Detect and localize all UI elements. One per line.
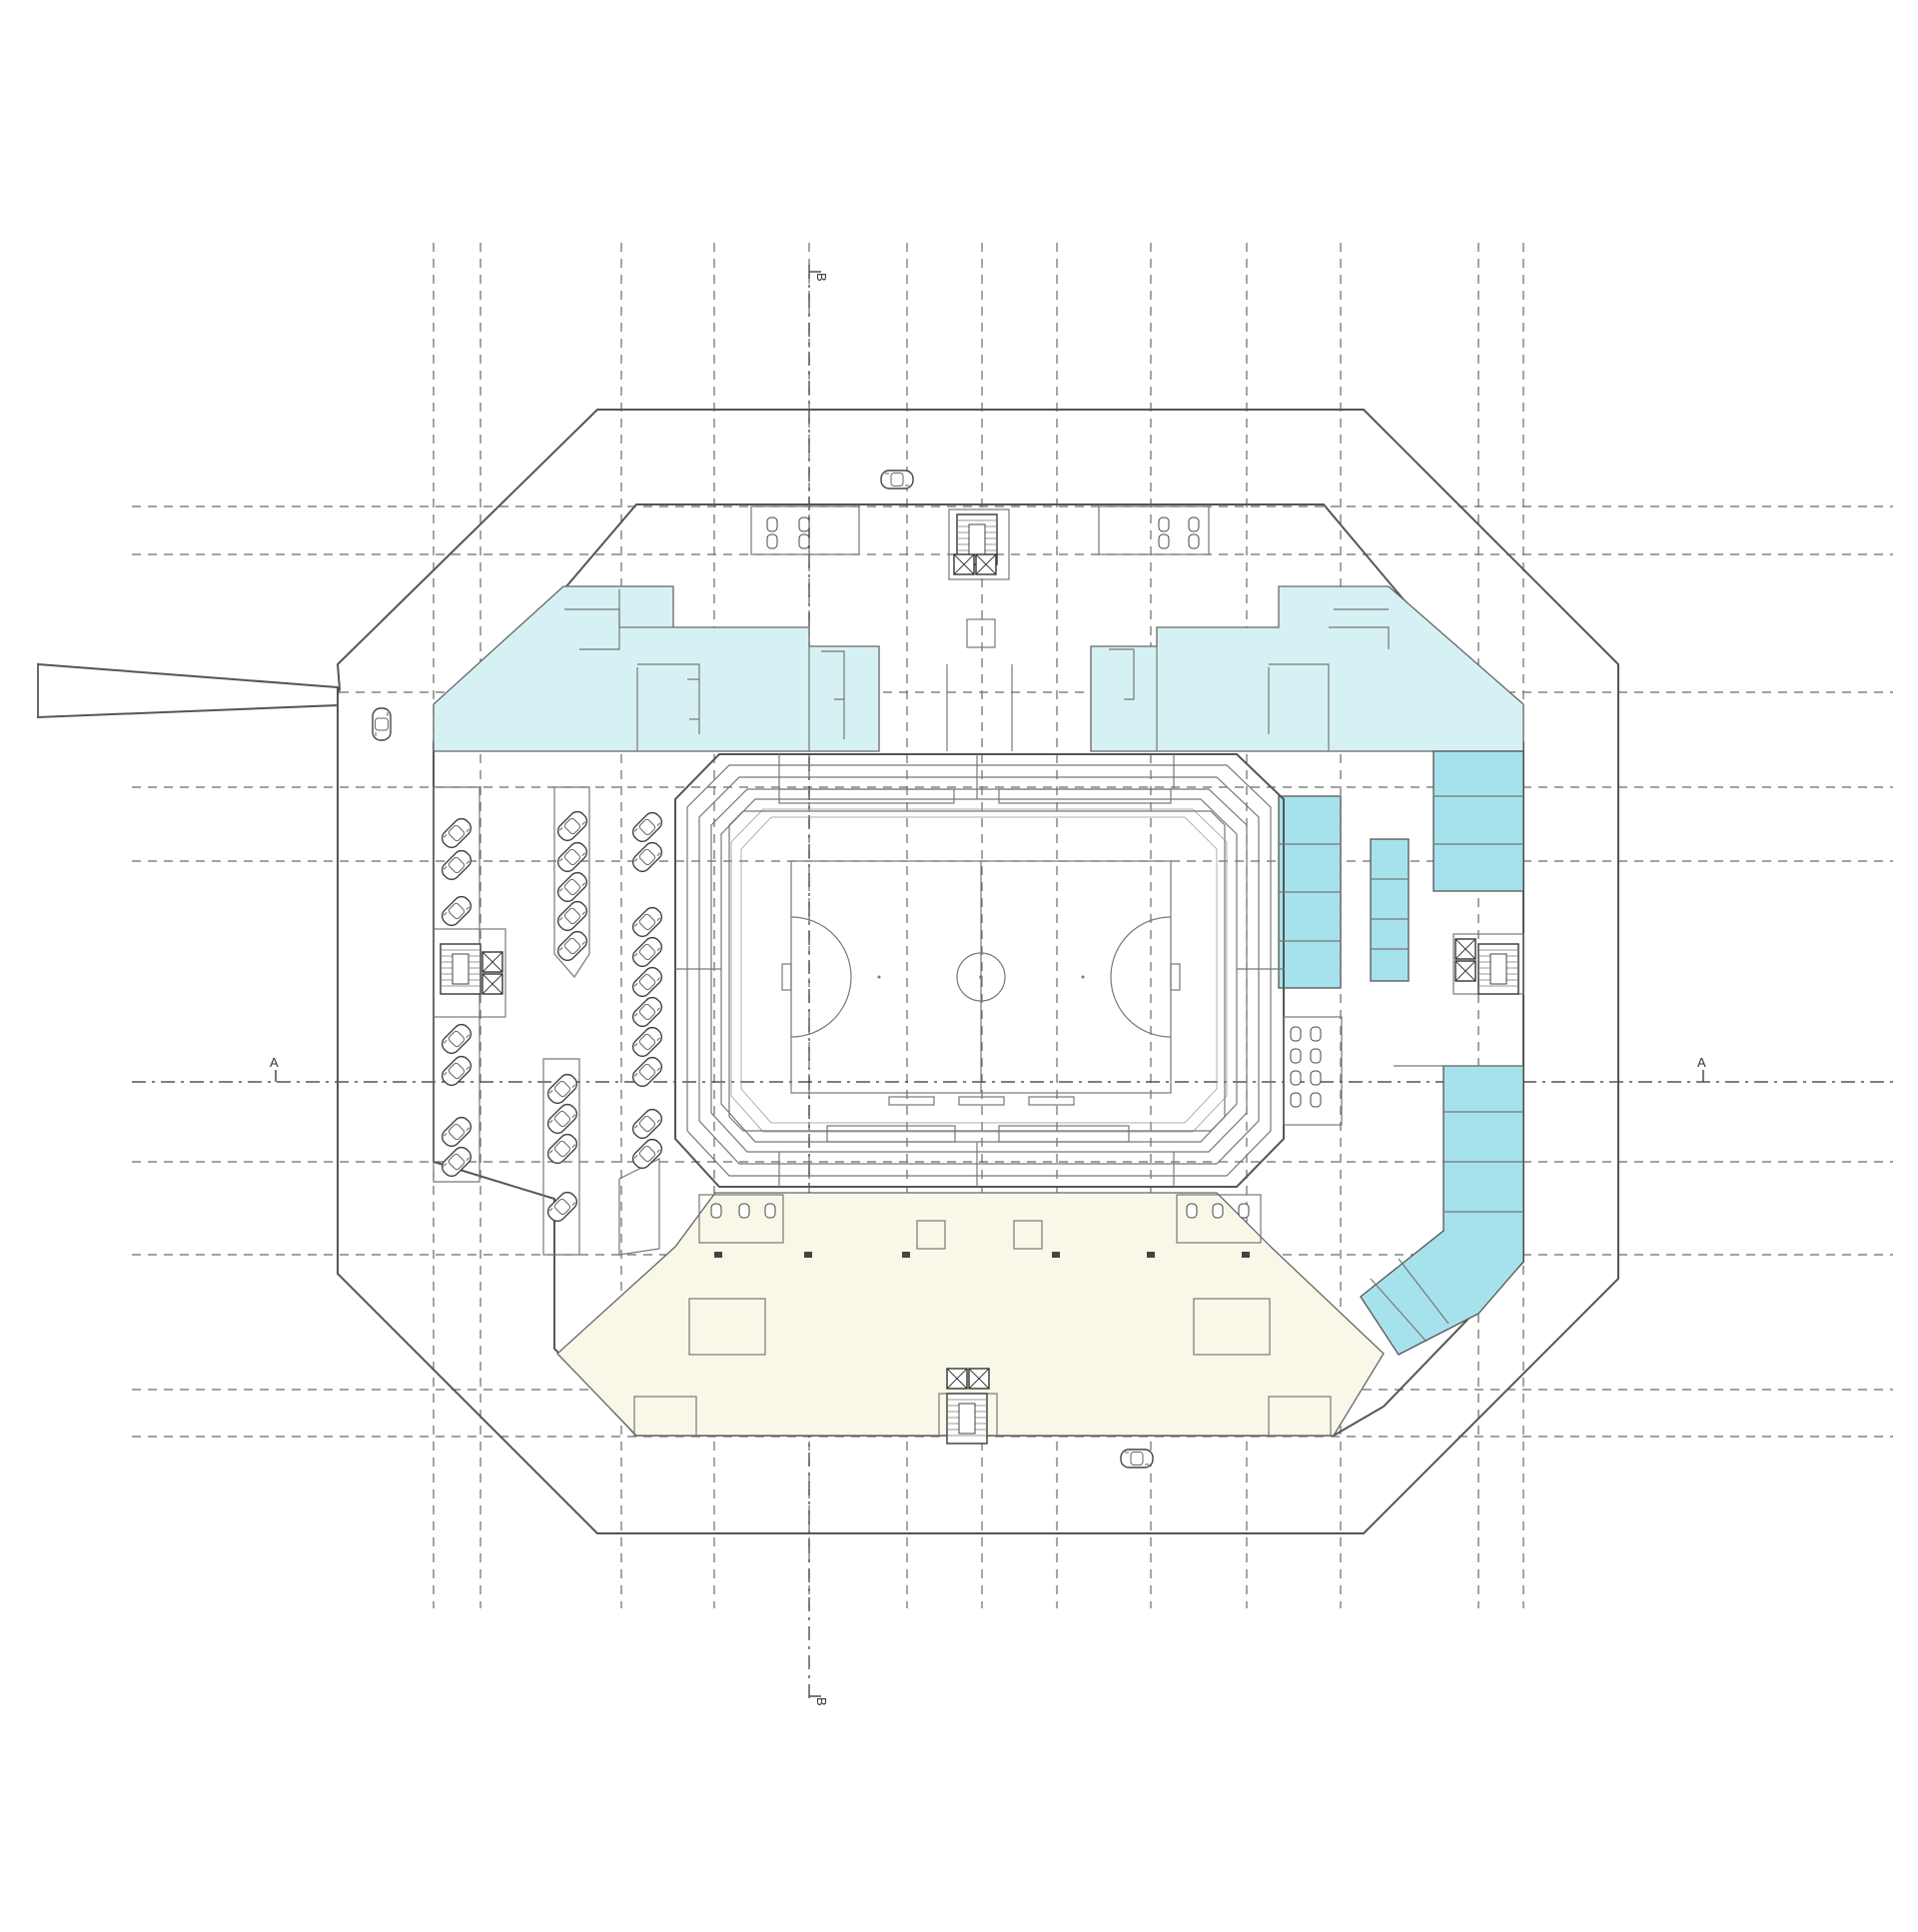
stadium-stands	[674, 753, 1285, 1188]
office-partitions	[563, 585, 1390, 751]
wc-icon	[1290, 1026, 1302, 1042]
wc-icon	[798, 516, 810, 532]
wc-icon	[1310, 1048, 1322, 1064]
elevator-icon	[1454, 938, 1476, 960]
elevator-icon	[946, 1368, 968, 1390]
wc-icon	[798, 533, 810, 549]
right-core	[1279, 795, 1524, 1343]
section-line-a: A A	[132, 1055, 1893, 1083]
wc-icon	[1186, 1203, 1198, 1219]
car-icon	[438, 814, 476, 852]
car-icon	[628, 963, 666, 1001]
lobby-details	[633, 1194, 1332, 1445]
offices-zone-left	[433, 585, 880, 752]
wc-icon	[1188, 533, 1200, 549]
stair-icon	[1477, 943, 1519, 995]
stair-icon	[440, 943, 481, 995]
car-icon	[438, 846, 476, 884]
section-b-label-bottom: B	[814, 1697, 829, 1706]
changing-rooms-zone-1	[1433, 750, 1524, 892]
car-icon	[438, 1052, 476, 1090]
car-icon	[438, 1143, 476, 1181]
car-icon	[628, 1053, 666, 1091]
section-line-b: B B	[808, 265, 829, 1706]
futsal-court	[781, 860, 1181, 1094]
wc-icon	[766, 533, 778, 549]
wc-icon	[1188, 516, 1200, 532]
section-a-label-left: A	[270, 1055, 279, 1070]
elevator-icon	[481, 973, 503, 995]
car-icon	[553, 868, 591, 906]
section-b-label-top: B	[814, 273, 829, 282]
car-icon	[553, 897, 591, 935]
changing-rooms-zone-4	[1360, 1065, 1524, 1356]
perimeter-road	[37, 409, 1619, 1534]
car-icon	[438, 1113, 476, 1151]
wc-icon	[766, 516, 778, 532]
wc-icon	[1158, 533, 1170, 549]
lobby-zone	[556, 1192, 1385, 1437]
wc-icon	[1310, 1092, 1322, 1108]
elevator-icon	[481, 951, 503, 973]
wc-icon	[1310, 1026, 1322, 1042]
car-icon	[628, 993, 666, 1031]
elevator-icon	[968, 1368, 990, 1390]
wc-icon	[1212, 1203, 1224, 1219]
car-icon	[628, 808, 666, 846]
car-icon	[543, 1100, 581, 1138]
elevator-icon	[975, 553, 997, 575]
wc-icon	[1290, 1070, 1302, 1086]
car-icon	[553, 927, 591, 965]
car-icon	[372, 707, 392, 741]
top-core	[750, 505, 1210, 751]
wc-icon	[1290, 1092, 1302, 1108]
wc-icon	[738, 1203, 750, 1219]
car-icon	[628, 933, 666, 971]
car-icon	[628, 1023, 666, 1061]
changing-rooms-zone-3	[1370, 838, 1410, 982]
car-icon	[628, 1105, 666, 1143]
wc-icon	[1238, 1203, 1250, 1219]
car-icon	[553, 838, 591, 876]
car-icon	[543, 1188, 581, 1226]
car-icon	[438, 1020, 476, 1058]
wc-icon	[1158, 516, 1170, 532]
section-a-label-right: A	[1697, 1055, 1706, 1070]
car-icon	[543, 1070, 581, 1108]
car-icon	[553, 807, 591, 845]
zone-fills	[433, 585, 1524, 1437]
offices-zone-right	[1090, 585, 1524, 752]
car-icon	[628, 903, 666, 941]
wc-icon	[710, 1203, 722, 1219]
elevator-icon	[953, 553, 975, 575]
elevator-icon	[1454, 960, 1476, 982]
wc-icon	[764, 1203, 776, 1219]
wc-icon	[1290, 1048, 1302, 1064]
car-icon	[628, 838, 666, 876]
car-icon	[438, 892, 476, 930]
car-icon	[1120, 1449, 1154, 1468]
car-icon	[880, 470, 914, 489]
car-icon	[543, 1130, 581, 1168]
stair-icon	[946, 1393, 988, 1445]
parking-area	[372, 470, 1154, 1468]
wc-icon	[1310, 1070, 1322, 1086]
